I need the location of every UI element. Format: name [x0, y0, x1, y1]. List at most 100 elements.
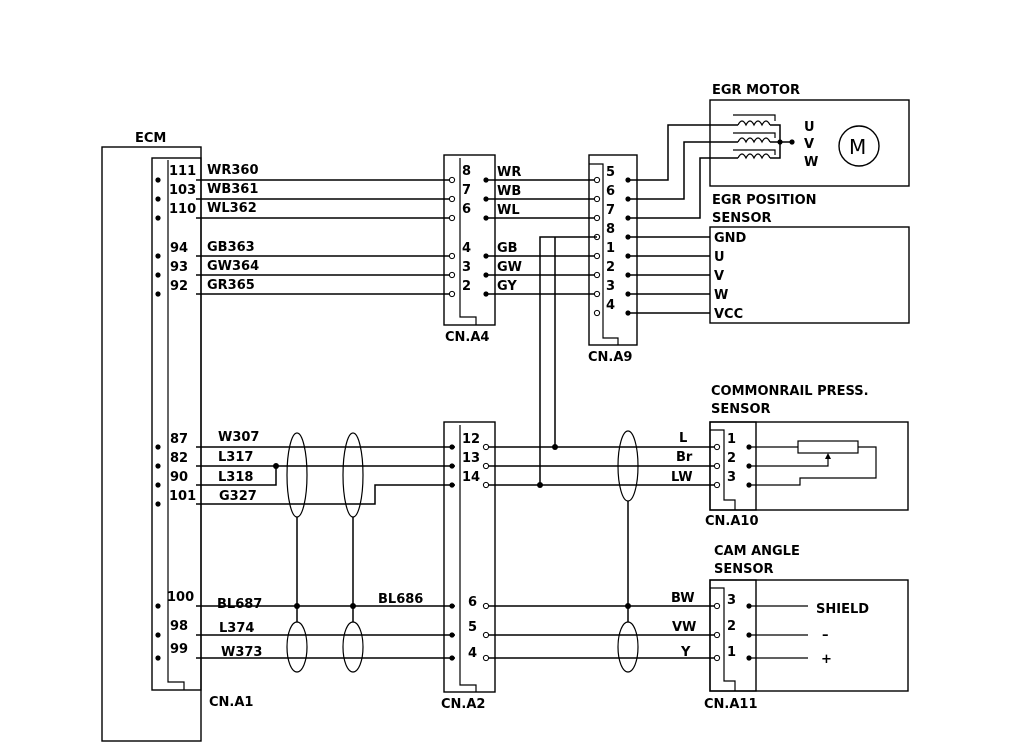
- cn-a10-wire: L: [679, 431, 687, 446]
- ecm-pin: 82: [170, 451, 188, 466]
- motor-phase: V: [804, 137, 814, 152]
- cn-a11-wire: Y: [680, 645, 691, 660]
- cn-a10-inner: [710, 429, 736, 510]
- cn-a10-contacts: [713, 443, 752, 489]
- cn-a2-pin: 4: [468, 646, 477, 661]
- cn-a11-label: CN.A11: [704, 697, 758, 712]
- egr-sensor-label: EGR POSITION: [712, 193, 817, 208]
- cn-a4-pin: 7: [462, 183, 471, 198]
- cn-a2-pin: 6: [468, 595, 477, 610]
- cn-a11-wire: BW: [671, 591, 695, 606]
- wire-label: WL362: [207, 201, 257, 216]
- wire-label: GB363: [207, 240, 255, 255]
- cn-a2-pin: 13: [462, 451, 480, 466]
- egr-sensor-terminal: U: [714, 250, 725, 265]
- a2-right-wires: [489, 237, 715, 659]
- cn-a2-pin: 12: [462, 432, 480, 447]
- cam-sensor-label: SENSOR: [714, 562, 774, 577]
- cn-a9-inner: [589, 163, 619, 345]
- cam-terminal: +: [821, 652, 832, 667]
- egr-sensor-terminal: VCC: [714, 307, 743, 322]
- cn-a2-label: CN.A2: [441, 697, 485, 712]
- cn-a9-connector: [588, 154, 638, 346]
- cn-a4-inner: [459, 158, 477, 325]
- ecm-pin: 99: [170, 642, 188, 657]
- shield-ellipses: [286, 430, 639, 673]
- wire-label: WB361: [207, 182, 258, 197]
- commonrail-sensor-label: COMMONRAIL PRESS.: [711, 384, 869, 399]
- ecm-pin: 103: [169, 183, 196, 198]
- cn-a4-pin: 3: [462, 260, 471, 275]
- wire-label: BL687: [217, 597, 262, 612]
- cn-a9-label: CN.A9: [588, 350, 632, 365]
- cam-terminal: –: [822, 628, 829, 643]
- cn-a11-pin: 1: [727, 645, 736, 660]
- wire-label: WR360: [207, 163, 259, 178]
- ecm-pin: 100: [167, 590, 194, 605]
- cn-a2-inner: [459, 425, 477, 692]
- wire-label: GR365: [207, 278, 255, 293]
- cn-a10-wire: LW: [671, 470, 693, 485]
- cn-a4-pin: 6: [462, 202, 471, 217]
- egr-sensor-terminal: GND: [714, 231, 747, 246]
- a9-right-wires: [539, 124, 738, 483]
- cn-a9-pin: 3: [606, 279, 615, 294]
- a4-a9-wires: [488, 179, 596, 295]
- cn-a4-wire: WB: [497, 184, 521, 199]
- egr-motor-box: [709, 99, 910, 187]
- ecm-contacts: [155, 177, 161, 661]
- cn-a4-pin: 2: [462, 279, 471, 294]
- ecm-pin: 101: [169, 489, 196, 504]
- wire-label: W307: [218, 430, 259, 445]
- cn-a4-connector: [443, 154, 496, 326]
- bl686-label: BL686: [378, 592, 423, 607]
- cam-sensor-label: CAM ANGLE: [714, 544, 800, 559]
- cn-a10-pin: 1: [727, 432, 736, 447]
- ecm-label: ECM: [135, 131, 166, 146]
- cn-a4-wire: WR: [497, 165, 521, 180]
- cn-a1-connector: [151, 157, 202, 691]
- ecm-pin: 92: [170, 279, 188, 294]
- cn-a11-contacts: [713, 602, 808, 662]
- cn-a4-pin: 8: [462, 164, 471, 179]
- motor-phase: W: [804, 155, 818, 170]
- egr-sensor-terminal: V: [714, 269, 724, 284]
- wire-label: L317: [218, 450, 253, 465]
- cn-a9-pin: 4: [606, 298, 615, 313]
- cn-a4-wire: GB: [497, 241, 518, 256]
- cn-a9-pin: 7: [606, 203, 615, 218]
- cn-a1-inner: [167, 160, 185, 690]
- cn-a11-pin: 3: [727, 593, 736, 608]
- egr-sensor-label: SENSOR: [712, 211, 772, 226]
- ecm-pin-group: 111 103 110 94 93 92 87 82 90 101 100 98…: [167, 164, 196, 657]
- wire-label: G327: [219, 489, 257, 504]
- wire-label: W373: [221, 645, 262, 660]
- commonrail-sensor-label: SENSOR: [711, 402, 771, 417]
- cn-a10-pin: 2: [727, 451, 736, 466]
- wire-label: L374: [219, 621, 254, 636]
- motor-symbol-circle: [838, 125, 880, 167]
- ecm-pin: 93: [170, 260, 188, 275]
- pressure-sensor-internal: [751, 440, 877, 486]
- cn-a11-pin: 2: [727, 619, 736, 634]
- egr-motor-label: EGR MOTOR: [712, 83, 800, 98]
- ecm-pin: 94: [170, 241, 188, 256]
- cn-a4-contacts: [448, 176, 489, 298]
- cn-a9-pin: 8: [606, 222, 615, 237]
- ecm-pin: 87: [170, 432, 188, 447]
- upper-wires: [196, 179, 450, 295]
- ecm-pin: 110: [169, 202, 196, 217]
- cn-a2-pin: 5: [468, 620, 477, 635]
- cam-terminal: SHIELD: [816, 602, 869, 617]
- cn-a4-wire: GY: [497, 279, 517, 294]
- wire-label: L318: [218, 470, 253, 485]
- cam-sensor-box: [709, 579, 909, 692]
- cn-a11-inner: [710, 587, 736, 691]
- cn-a9-pin: 1: [606, 241, 615, 256]
- cn-a9-pin: 2: [606, 260, 615, 275]
- cn-a4-label: CN.A4: [445, 330, 489, 345]
- cn-a11-wire: VW: [672, 620, 696, 635]
- cn-a2-connector: [443, 421, 496, 693]
- ecm-pin: 98: [170, 619, 188, 634]
